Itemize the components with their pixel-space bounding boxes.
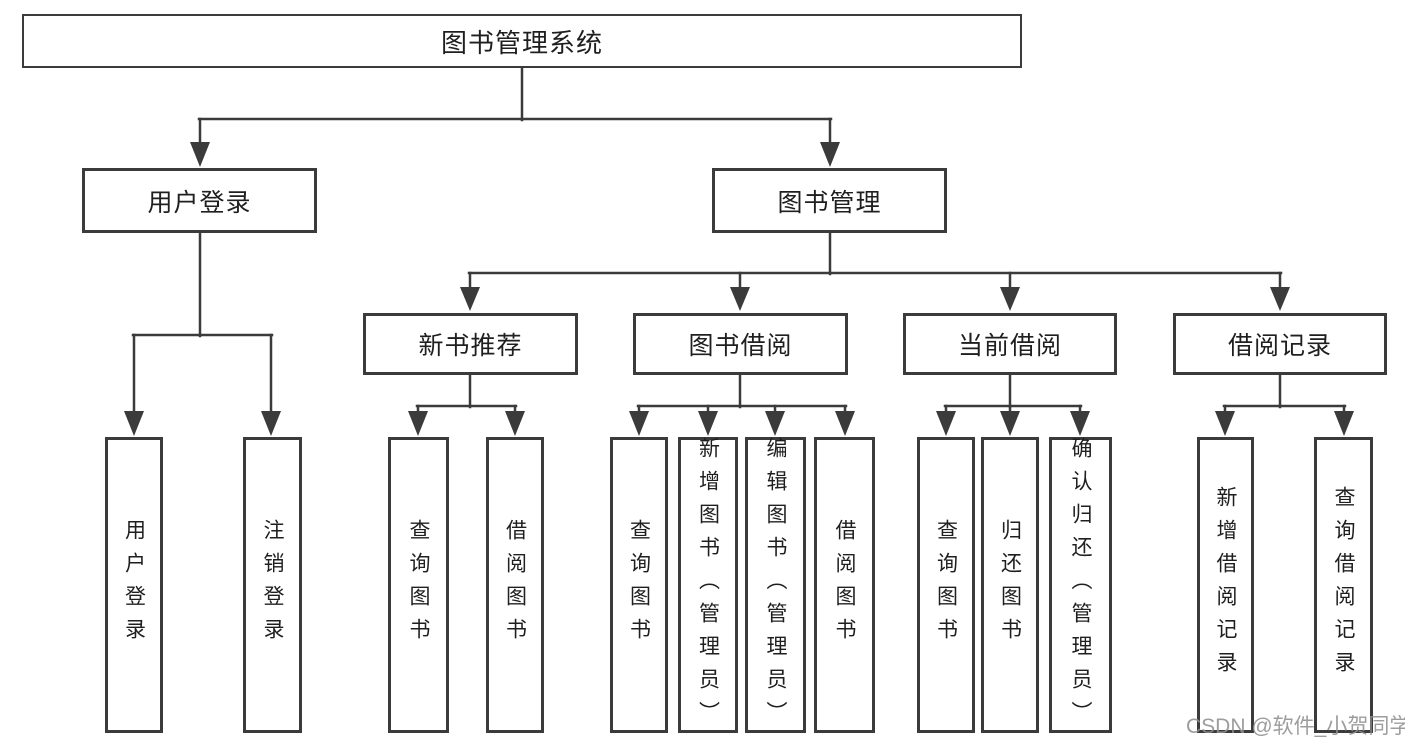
leaf-edit-books-admin: 编辑图书（管理员） (745, 436, 806, 734)
leaf-label: 注销登录 (261, 519, 284, 651)
leaf-label: 查询借阅记录 (1332, 486, 1355, 684)
leaf-label: 编辑图书（管理员） (764, 436, 787, 734)
leaf-borrow-books: 借阅图书 (486, 437, 544, 733)
node-current-borrowing: 当前借阅 (903, 313, 1117, 375)
leaf-query-books: 查询图书 (388, 437, 449, 733)
node-label: 借阅记录 (1227, 332, 1332, 360)
leaf-label: 确认归还（管理员） (1069, 436, 1092, 734)
leaf-user-login: 用户登录 (105, 437, 163, 733)
leaf-label: 查询图书 (407, 519, 430, 651)
node-label: 用户登录 (147, 188, 252, 217)
csdn-watermark: CSDN @软件_小贺同学 (1186, 715, 1405, 738)
leaf-label: 新增借阅记录 (1214, 486, 1237, 684)
leaf-add-borrow-record: 新增借阅记录 (1197, 437, 1254, 733)
node-label: 图书借阅 (688, 332, 793, 360)
node-user-login: 用户登录 (82, 168, 317, 233)
leaf-confirm-return-admin: 确认归还（管理员） (1049, 436, 1112, 734)
node-label: 图书管理系统 (440, 27, 603, 58)
leaf-borrow-books: 借阅图书 (814, 437, 875, 733)
node-label: 当前借阅 (957, 332, 1062, 360)
leaf-return-books: 归还图书 (981, 437, 1039, 733)
leaf-label: 归还图书 (998, 519, 1022, 651)
node-book-borrowing: 图书借阅 (633, 313, 848, 375)
node-label: 图书管理 (777, 188, 882, 217)
leaf-label: 借阅图书 (833, 519, 856, 651)
leaf-label: 新增图书（管理员） (696, 436, 720, 734)
leaf-label: 查询图书 (627, 519, 651, 651)
node-library-management-system: 图书管理系统 (22, 14, 1022, 68)
node-label: 新书推荐 (418, 332, 523, 360)
leaf-label: 用户登录 (122, 519, 146, 651)
node-book-management: 图书管理 (712, 168, 947, 233)
node-new-book-recommend: 新书推荐 (363, 313, 578, 375)
node-borrow-records: 借阅记录 (1173, 313, 1387, 375)
leaf-query-books: 查询图书 (610, 437, 668, 733)
leaf-label: 查询图书 (934, 519, 958, 651)
leaf-label: 借阅图书 (503, 519, 527, 651)
leaf-query-borrow-record: 查询借阅记录 (1314, 437, 1373, 733)
leaf-logout: 注销登录 (243, 437, 302, 733)
leaf-add-books-admin: 新增图书（管理员） (678, 436, 738, 734)
leaf-query-books: 查询图书 (917, 437, 975, 733)
